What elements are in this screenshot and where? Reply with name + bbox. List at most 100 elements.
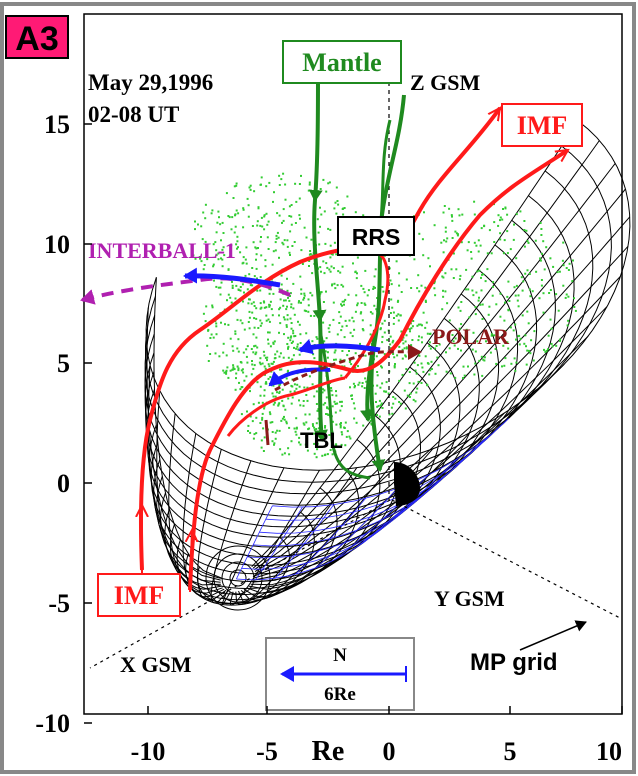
plasma-dot [380,365,382,368]
plasma-dot [207,360,210,362]
plasma-dot [247,321,250,323]
mantle-field-line-4 [360,329,377,422]
plasma-dot [499,219,501,222]
plasma-dot [403,389,406,392]
plasma-dot [332,267,335,270]
y-tick-label: -5 [48,589,70,618]
plasma-dot [302,404,305,407]
plasma-dot [295,427,298,430]
plasma-dot [381,341,384,344]
plasma-dot [287,336,290,339]
plasma-dot [323,311,326,314]
plasma-dot [255,336,258,339]
plasma-dot [510,362,513,365]
plasma-dot [396,300,399,303]
plasma-dot [230,301,233,304]
plasma-dot [336,333,339,336]
plasma-dot [299,443,302,446]
plasma-dot [204,203,207,206]
plasma-dot [480,276,482,279]
plasma-dot [348,435,351,438]
plasma-dot [525,345,527,348]
plasma-dot [313,395,316,398]
plasma-dot [359,342,361,345]
plasma-dot [548,292,551,294]
plasma-dot [207,329,210,332]
plasma-dot [366,294,369,297]
grid-ring [156,390,422,583]
plasma-dot [274,249,277,252]
plasma-dot [268,365,271,368]
plasma-dot [286,370,289,373]
plasma-dot [268,331,271,334]
plasma-dot [264,265,267,268]
plasma-dot [285,377,288,380]
plasma-dot [389,279,392,282]
plasma-dot [294,222,297,224]
plasma-dot [249,188,252,191]
plasma-dot [236,247,238,250]
cusp-grid [236,418,509,581]
plasma-dot [280,178,283,181]
plasma-dot [220,257,222,260]
plasma-dot [343,426,346,429]
plasma-dot [364,377,367,380]
plasma-dot [328,324,331,327]
plasma-dot [304,413,307,416]
plasma-dot [461,213,464,216]
plasma-dot [307,189,310,192]
plasma-dot [515,361,518,364]
plasma-dot [253,364,256,367]
plasma-dot [393,317,395,319]
plasma-dot [338,322,341,324]
plasma-dot [322,388,324,391]
plasma-dot [285,422,288,425]
plasma-dot [361,382,364,384]
plasma-dot [339,400,342,403]
plasma-dot [424,286,427,289]
plasma-dot [255,267,258,270]
plasma-dot [329,449,332,451]
plasma-dot [334,287,337,290]
plasma-dot [513,357,516,360]
plasma-dot [320,213,323,216]
plasma-dot [254,246,257,249]
plasma-dot [476,340,479,343]
plasma-dot [480,355,483,358]
plasma-dot [235,309,238,312]
plasma-dot [269,421,272,424]
plasma-dot [517,305,520,308]
plasma-dot [274,357,277,359]
plasma-dot [487,313,490,316]
plasma-dot [401,357,404,360]
plasma-dot [539,222,542,224]
x-tick-label: 5 [504,737,517,766]
plasma-dot [336,284,339,287]
plasma-dot [294,182,297,185]
plasma-dot [545,246,548,249]
plasma-dot [262,427,265,430]
plasma-dot [457,347,459,350]
plasma-dot [267,331,269,334]
plasma-dot [260,216,263,219]
plasma-dot [459,274,462,277]
plasma-dot [433,282,436,285]
plasma-dot [393,366,396,369]
plasma-dot [281,453,284,456]
plasma-dot [274,395,277,398]
plasma-dot [354,385,356,387]
plasma-dot [542,240,545,243]
plasma-dot [235,284,238,287]
plasma-dot [289,336,292,339]
plasma-dot [273,442,276,445]
plasma-dot [467,288,470,291]
plasma-dot [308,183,311,186]
plasma-dot [543,348,545,351]
plasma-dot [290,322,293,324]
plasma-dot [255,247,258,250]
plasma-dot [262,300,265,303]
plasma-dot [289,254,291,256]
plasma-dot [351,394,353,397]
plasma-dot [259,422,262,424]
plasma-dot [284,198,287,201]
